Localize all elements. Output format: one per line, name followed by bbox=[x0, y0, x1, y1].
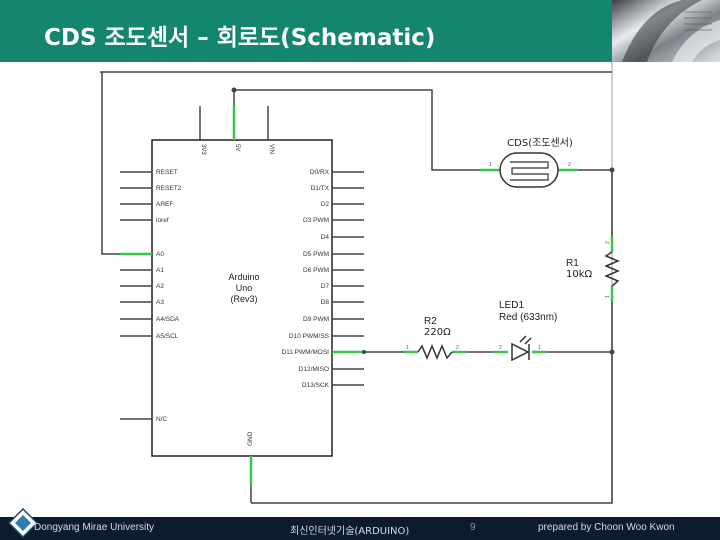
cds-sensor-symbol bbox=[499, 152, 559, 188]
led1-symbol bbox=[511, 335, 532, 362]
footer-university: Dongyang Mirae University bbox=[34, 522, 155, 533]
cds-pin1: 1 bbox=[489, 162, 492, 168]
pin-d12: D12/MISO bbox=[299, 366, 329, 373]
arduino-name-line-2: Uno bbox=[236, 283, 253, 293]
led1-pin2: 2 bbox=[499, 345, 502, 351]
arduino-name-line-3: (Rev3) bbox=[230, 294, 257, 304]
r1-pin1: 1 bbox=[605, 295, 611, 298]
r1-value: 10kΩ bbox=[566, 269, 593, 280]
pin-a4: A4/SDA bbox=[156, 316, 180, 323]
pin-d7: D7 bbox=[321, 283, 330, 290]
arduino-name-line-1: Arduino bbox=[228, 272, 259, 282]
metal-logo-image bbox=[612, 0, 720, 62]
r2-value: 220Ω bbox=[424, 327, 451, 338]
pin-ioref: ioref bbox=[156, 217, 169, 224]
pin-d1: D1/TX bbox=[311, 185, 330, 192]
pin-gnd: GND bbox=[247, 431, 254, 446]
title-bar bbox=[0, 0, 612, 62]
circuit-schematic: Arduino Uno (Rev3) 3V3 5V VIN RESET RESE… bbox=[100, 62, 620, 504]
footer-bar bbox=[0, 517, 720, 540]
led1-value: Red (633nm) bbox=[499, 312, 557, 323]
pin-d11: D11 PWM/MOSI bbox=[281, 349, 329, 356]
pin-d10: D10 PWM/SS bbox=[289, 333, 330, 340]
pin-d5: D5 PWM bbox=[303, 251, 329, 258]
r2-pin2: 2 bbox=[456, 345, 459, 351]
pin-d8: D8 bbox=[321, 299, 330, 306]
slide-title: CDS 조도센서 – 회로도(Schematic) bbox=[44, 25, 436, 51]
top-pin-5v: 5V bbox=[234, 144, 240, 151]
footer-course: 최신인터넷기술(ARDUINO) bbox=[290, 526, 410, 537]
footer-author: prepared by Choon Woo Kwon bbox=[538, 522, 675, 533]
r2-name: R2 bbox=[424, 316, 437, 327]
cds-label: CDS(조도센서) bbox=[507, 137, 573, 149]
pin-reset2: RESET2 bbox=[156, 185, 182, 192]
pin-d0: D0/RX bbox=[310, 169, 330, 176]
r2-resistor-symbol bbox=[417, 344, 453, 360]
diamond-logo-icon bbox=[8, 508, 38, 538]
footer-page-number: 9 bbox=[470, 522, 476, 533]
r1-resistor-symbol bbox=[604, 251, 620, 287]
pin-d3: D3 PWM bbox=[303, 217, 329, 224]
pin-d2: D2 bbox=[321, 201, 330, 208]
pin-reset: RESET bbox=[156, 169, 178, 176]
pin-d6: D6 PWM bbox=[303, 267, 329, 274]
led1-pin1: 1 bbox=[538, 345, 541, 351]
pin-a1: A1 bbox=[156, 267, 164, 274]
pin-d9: D9 PWM bbox=[303, 316, 329, 323]
pin-a3: A3 bbox=[156, 299, 164, 306]
r2-pin1: 1 bbox=[406, 345, 409, 351]
pin-a0: A0 bbox=[156, 251, 164, 258]
top-pin-vin: VIN bbox=[268, 144, 274, 154]
pin-d13: D13/SCK bbox=[302, 382, 330, 389]
r1-name: R1 bbox=[566, 258, 579, 269]
pin-nc: N/C bbox=[156, 416, 168, 423]
cds-pin2: 2 bbox=[568, 162, 571, 168]
top-pin-3v3: 3V3 bbox=[200, 144, 206, 155]
pin-a2: A2 bbox=[156, 283, 164, 290]
pin-a5: A5/SCL bbox=[156, 333, 179, 340]
pin-d4: D4 bbox=[321, 234, 330, 241]
r1-pin2: 2 bbox=[605, 241, 611, 244]
arduino-board bbox=[151, 139, 333, 457]
pin-aref: AREF bbox=[156, 201, 173, 208]
led1-name: LED1 bbox=[499, 300, 524, 311]
